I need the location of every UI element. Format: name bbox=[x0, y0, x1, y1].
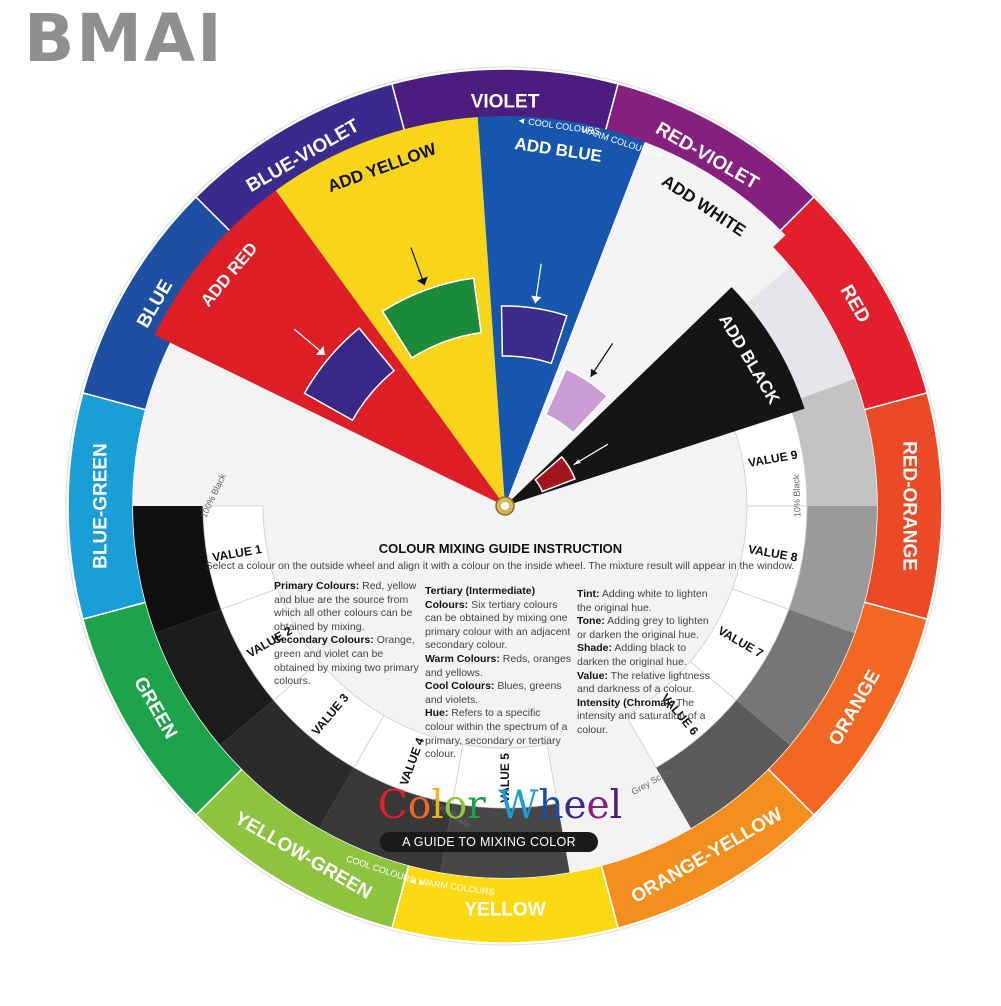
grey-band-left-1 bbox=[133, 506, 222, 634]
guide-definition: Reds, oranges and yellows. bbox=[425, 652, 572, 679]
arrowhead-add-white bbox=[590, 368, 598, 377]
guide-column-3: Tint: Adding white to lighten the origin… bbox=[577, 588, 717, 738]
grey-band-right-1 bbox=[656, 700, 790, 829]
logo-letter: o bbox=[443, 783, 468, 828]
grey-band-right-4 bbox=[788, 378, 877, 506]
guide-definition: Blues, greens and violets. bbox=[425, 680, 562, 706]
logo-letter: h bbox=[538, 783, 564, 828]
logo-letter: C bbox=[377, 783, 408, 828]
value-label-left-5: VALUE 5 bbox=[498, 753, 512, 803]
grey-band-right-5 bbox=[736, 266, 855, 403]
guide-term: Shade: bbox=[577, 642, 613, 655]
guide-column-1: Primary Colours: Red, yellow and blue ar… bbox=[274, 580, 421, 689]
guide-entry: Warm Colours: Reds, oranges and yellows. bbox=[425, 653, 572, 680]
guide-entry: Primary Colours: Red, yellow and blue ar… bbox=[274, 580, 421, 634]
logo-letter: W bbox=[498, 783, 539, 828]
guide-term: Tone: bbox=[577, 615, 605, 628]
wedge-add-red bbox=[154, 190, 505, 506]
rivet-hole bbox=[501, 502, 509, 510]
mix-window-add-yellow bbox=[381, 277, 482, 359]
guide-definition: Adding white to lighten the original hue… bbox=[577, 588, 708, 614]
guide-term: Primary Colours: bbox=[274, 580, 360, 592]
value-cell-right-2 bbox=[689, 588, 790, 701]
guide-entry: Intensity (Chroma): The intensity and sa… bbox=[577, 697, 717, 738]
arrowhead-add-red bbox=[315, 345, 325, 356]
ring-label-violet: VIOLET bbox=[471, 92, 540, 113]
logo-letter: e bbox=[563, 783, 587, 828]
guide-entry: Tone: Adding grey to lighten or darken t… bbox=[577, 615, 717, 642]
value-cell-right-3 bbox=[731, 505, 808, 610]
guide-definition: The relative lightness and darkness of a… bbox=[577, 669, 710, 696]
grey-band-left-2 bbox=[155, 609, 274, 746]
guide-definition: Adding grey to lighten or darken the ori… bbox=[577, 615, 709, 641]
grey-band-right-3 bbox=[788, 506, 877, 634]
logo-letter: r bbox=[467, 783, 486, 828]
logo-letter: l bbox=[431, 783, 444, 828]
guide-definition: The intensity and saturation of a colour… bbox=[577, 696, 706, 736]
logo-letter: e bbox=[586, 783, 610, 828]
value-cell-left-4 bbox=[353, 715, 464, 804]
logo-letter: o bbox=[407, 783, 432, 828]
guide-term: Cool Colours: bbox=[425, 680, 495, 693]
grey-note-right-top: 10% Black bbox=[791, 474, 802, 517]
grey-band-left-3 bbox=[220, 700, 354, 829]
guide-definition: Orange, green and violet can be obtained… bbox=[274, 634, 419, 688]
guide-definition: Adding black to darken the original hue. bbox=[577, 642, 687, 668]
wedge-add-blue bbox=[477, 116, 645, 506]
grey-band-right-2 bbox=[736, 609, 855, 746]
guide-definition: Red, yellow and blue are the source from… bbox=[274, 580, 417, 633]
ring-label-red-orange: RED-ORANGE bbox=[899, 441, 920, 571]
value-cell-left-2 bbox=[220, 588, 321, 701]
logo-letter bbox=[486, 783, 498, 828]
guide-term: Tint: bbox=[577, 588, 600, 600]
guide-entry: Tint: Adding white to lighten the origin… bbox=[577, 588, 717, 615]
guide-entry: Secondary Colours: Orange, green and vio… bbox=[274, 634, 421, 688]
value-cell-right-4 bbox=[731, 402, 808, 507]
guide-term: Warm Colours: bbox=[425, 652, 500, 665]
guide-term: Secondary Colours: bbox=[274, 634, 374, 647]
guide-term: Intensity (Chroma): bbox=[577, 696, 674, 709]
guide-column-2: Tertiary (Intermediate) Colours: Six ter… bbox=[425, 585, 572, 762]
arrowhead-add-yellow bbox=[416, 276, 428, 286]
ring-label-yellow: YELLOW bbox=[464, 900, 545, 921]
guide-subtitle: Select a colour on the outside wheel and… bbox=[205, 560, 795, 572]
guide-definition: Refers to a specific colour within the s… bbox=[425, 707, 568, 761]
guide-entry: Hue: Refers to a specific colour within … bbox=[425, 707, 572, 761]
color-wheel-logo: Color Wheel bbox=[350, 786, 650, 825]
guide-definition: Six tertiary colours can be obtained by … bbox=[425, 598, 571, 652]
logo-subtitle: A GUIDE TO MIXING COLOR bbox=[402, 835, 576, 849]
value-cell-left-1 bbox=[202, 505, 279, 610]
guide-term: Hue: bbox=[425, 707, 449, 720]
arrowhead-add-black bbox=[573, 459, 581, 465]
value-cell-left-3 bbox=[273, 660, 385, 769]
mix-window-add-black bbox=[534, 455, 576, 493]
value-cell-right-1 bbox=[625, 660, 737, 769]
arrowhead-add-blue bbox=[531, 295, 542, 304]
ring-label-blue-green: BLUE-GREEN bbox=[91, 443, 112, 569]
guide-entry: Shade: Adding black to darken the origin… bbox=[577, 642, 717, 669]
brand-watermark: BMAI bbox=[24, 0, 224, 77]
mix-window-add-red bbox=[303, 327, 396, 422]
logo-subtitle-bar: A GUIDE TO MIXING COLOR bbox=[380, 832, 598, 852]
logo-letter: l bbox=[609, 783, 623, 828]
guide-term: Value: bbox=[577, 669, 608, 682]
guide-entry: Value: The relative lightness and darkne… bbox=[577, 670, 717, 697]
value-cell-left-5 bbox=[452, 743, 558, 809]
guide-entry: Tertiary (Intermediate) Colours: Six ter… bbox=[425, 585, 572, 653]
wedge-add-black bbox=[505, 287, 805, 506]
mix-window-add-white bbox=[544, 367, 609, 434]
guide-title: COLOUR MIXING GUIDE INSTRUCTION bbox=[378, 541, 623, 556]
guide-entry: Cool Colours: Blues, greens and violets. bbox=[425, 680, 572, 707]
guide-term: Tertiary (Intermediate) Colours: bbox=[425, 585, 536, 611]
mix-window-add-blue bbox=[500, 305, 568, 365]
center-rivet bbox=[495, 496, 515, 516]
